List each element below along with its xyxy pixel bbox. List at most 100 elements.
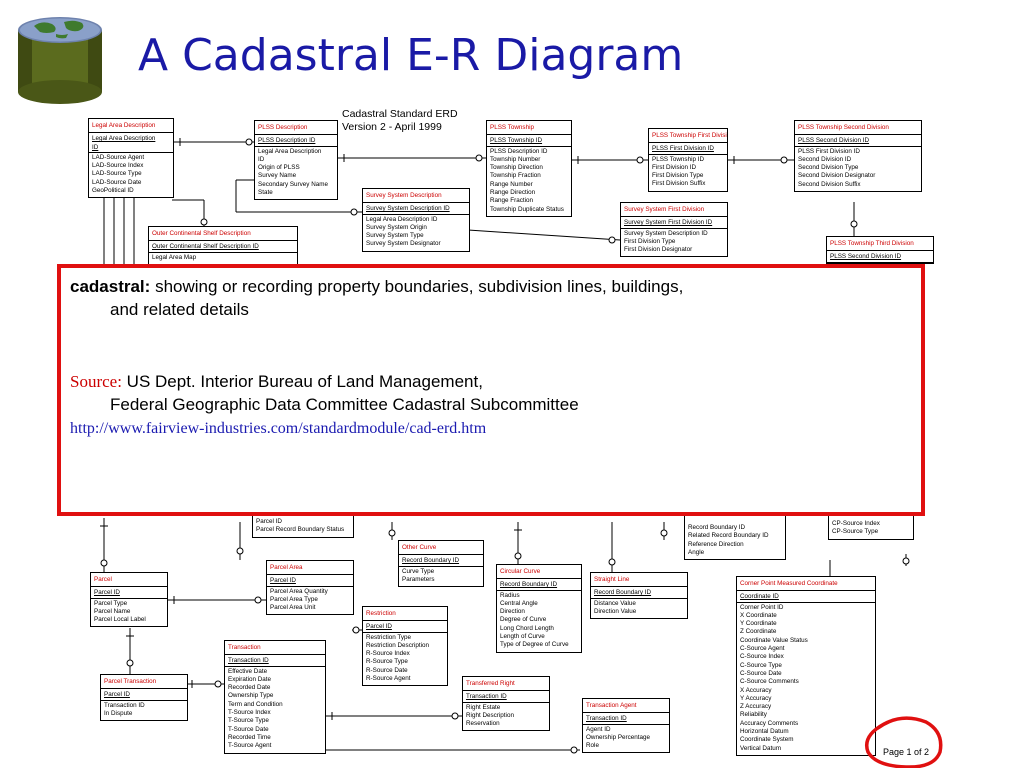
entity-key-attribute: Parcel ID (366, 623, 392, 631)
entity-attribute: Z Accuracy (740, 703, 772, 711)
entity-key-attribute: PLSS Description ID (258, 137, 316, 145)
entity-attributes: Corner Point ID X Coordinate Y Coordinat… (737, 603, 875, 755)
entity-key-attribute: PLSS Second Division ID (830, 253, 902, 261)
entity-primary-key: Legal Area Description ID (89, 133, 173, 153)
entity-attribute: Township Duplicate Status (490, 205, 564, 213)
entity-attribute: Restriction Type (366, 633, 412, 641)
source-text: Source: US Dept. Interior Bureau of Land… (70, 370, 910, 416)
entity-name: Legal Area Description (89, 119, 173, 134)
entity-attribute: Legal Area Description (258, 147, 322, 155)
entity-name: PLSS Township Second Division (795, 121, 921, 136)
entity-attributes: PLSS Description ID Township Number Town… (487, 147, 571, 216)
entity-attribute: T-Source Index (228, 709, 271, 717)
entity-attribute: Parcel Local Label (94, 616, 146, 624)
entity-attribute: C-Source Comments (740, 678, 799, 686)
source-url-link[interactable]: http://www.fairview-industries.com/stand… (70, 420, 487, 437)
entity-attributes: PLSS First Division ID Second Division I… (795, 147, 921, 191)
entity-primary-key: Parcel ID (101, 689, 187, 701)
entity-attribute: Parcel Type (94, 599, 128, 607)
entity-attributes: Legal Area Description ID Origin of PLSS… (255, 147, 337, 200)
entity-attribute: PLSS Township ID (652, 155, 705, 163)
entity-attribute: Related Record Boundary ID (688, 532, 769, 540)
entity-attribute: Legal Area Map (152, 253, 197, 261)
source-line-1: US Dept. Interior Bureau of Land Managem… (126, 372, 483, 391)
entity-attribute: Reliability (740, 711, 767, 719)
source-label: Source: (70, 372, 122, 391)
entity-attributes: Parcel Area Quantity Parcel Area Type Pa… (267, 587, 353, 615)
entity-name: Straight Line (591, 573, 687, 588)
entity-attributes: CP-Source Index CP-Source Type (829, 500, 913, 539)
entity-attributes: LAD-Source Agent LAD-Source Index LAD-So… (89, 153, 173, 197)
entity-attribute: Range Number (490, 180, 533, 188)
entity-primary-key: Survey System Description ID (363, 203, 469, 215)
entity-straight-line: Straight Line Record Boundary ID Distanc… (590, 572, 688, 620)
entity-parcel-transaction: Parcel Transaction Parcel ID Transaction… (100, 674, 188, 722)
entity-attribute: Ownership Type (228, 692, 274, 700)
entity-attribute: Radius (500, 591, 520, 599)
entity-attribute: C-Source Type (740, 661, 782, 669)
erd-title-line: Cadastral Standard ERD (342, 108, 458, 120)
entity-primary-key: PLSS Description ID (255, 135, 337, 147)
entity-attributes: Legal Area Description ID Survey System … (363, 215, 469, 251)
entity-primary-key: Record Boundary ID (399, 555, 483, 567)
entity-plss-township-second-division: PLSS Township Second Division PLSS Secon… (794, 120, 922, 193)
entity-attribute: Legal Area Description ID (366, 215, 438, 223)
entity-attributes: Radius Central Angle Direction Degree of… (497, 591, 581, 652)
entity-attribute: First Division ID (652, 163, 697, 171)
entity-attribute: Recorded Time (228, 733, 271, 741)
entity-name: Transaction (225, 641, 325, 656)
definition-continuation: and related details (110, 300, 249, 319)
entity-attribute: Horizontal Datum (740, 728, 789, 736)
entity-attributes: Transaction ID In Dispute (101, 701, 187, 721)
entity-attribute: Angle (688, 548, 705, 556)
entity-name: PLSS Township First Division (649, 129, 727, 144)
entity-name: Corner Point Measured Coordinate (737, 577, 875, 592)
entity-attribute: Second Division Designator (798, 172, 876, 180)
entity-attributes: Record Boundary ID Related Record Bounda… (685, 500, 785, 559)
entity-name: Survey System First Division (621, 203, 727, 218)
entity-attributes: PLSS Township ID First Division ID First… (649, 155, 727, 191)
entity-attribute: First Division Suffix (652, 180, 706, 188)
entity-transferred-right: Transferred Right Transaction ID Right E… (462, 676, 550, 732)
entity-attribute: Township Direction (490, 164, 543, 172)
entity-key-attribute: Record Boundary ID (594, 589, 652, 597)
entity-attribute: Coordinate Value Status (740, 636, 808, 644)
entity-primary-key: Coordinate ID (737, 591, 875, 603)
entity-attribute: CP-Source Index (832, 520, 880, 527)
entity-key-attribute: Outer Continental Shelf Description ID (152, 243, 259, 251)
entity-attribute: Parameters (402, 575, 435, 583)
entity-attribute: Second Division ID (798, 155, 852, 163)
entity-plss-township-first-division: PLSS Township First Division PLSS First … (648, 128, 728, 192)
entity-attribute: Second Division Type (798, 164, 859, 172)
definition-text: cadastral: showing or recording property… (70, 275, 910, 321)
entity-parcel-area: Parcel Area Parcel ID Parcel Area Quanti… (266, 560, 354, 616)
entity-attribute: Z Coordinate (740, 628, 777, 636)
entity-attribute: Parcel Area Type (270, 595, 318, 603)
entity-attribute: Reference Direction (688, 540, 744, 548)
entity-survey-system-first-division: Survey System First Division Survey Syst… (620, 202, 728, 258)
entity-name: PLSS Description (255, 121, 337, 136)
entity-attribute: Record Boundary ID (688, 524, 746, 531)
entity-primary-key: Outer Continental Shelf Description ID (149, 241, 297, 253)
entity-key-attribute: Survey System First Division ID (624, 219, 713, 227)
entity-primary-key: Transaction ID (583, 713, 669, 725)
slide-title: A Cadastral E-R Diagram (138, 30, 684, 81)
entity-attribute: ID (258, 155, 265, 163)
entity-attributes: Agent ID Ownership Percentage Role (583, 725, 669, 753)
source-line-2: Federal Geographic Data Committee Cadast… (110, 395, 579, 414)
entity-attribute: Effective Date (228, 667, 268, 675)
entity-name: Transferred Right (463, 677, 549, 692)
entity-attribute: Right Estate (466, 703, 501, 711)
entity-attribute: Corner Point ID (740, 603, 784, 611)
entity-attribute: Ownership Percentage (586, 733, 651, 741)
entity-attribute: Agent ID (586, 725, 611, 733)
entity-attribute: Role (586, 742, 599, 750)
entity-attribute: Secondary Survey Name (258, 180, 328, 188)
entity-attribute: Survey System Designator (366, 240, 441, 248)
entity-attribute: Parcel Area Unit (270, 604, 316, 612)
entity-primary-key: Parcel ID (363, 621, 447, 633)
entity-primary-key: PLSS Second Division ID (795, 135, 921, 147)
entity-primary-key: Parcel ID (267, 575, 353, 587)
entity-attribute: Parcel Record Boundary Status (256, 526, 345, 534)
